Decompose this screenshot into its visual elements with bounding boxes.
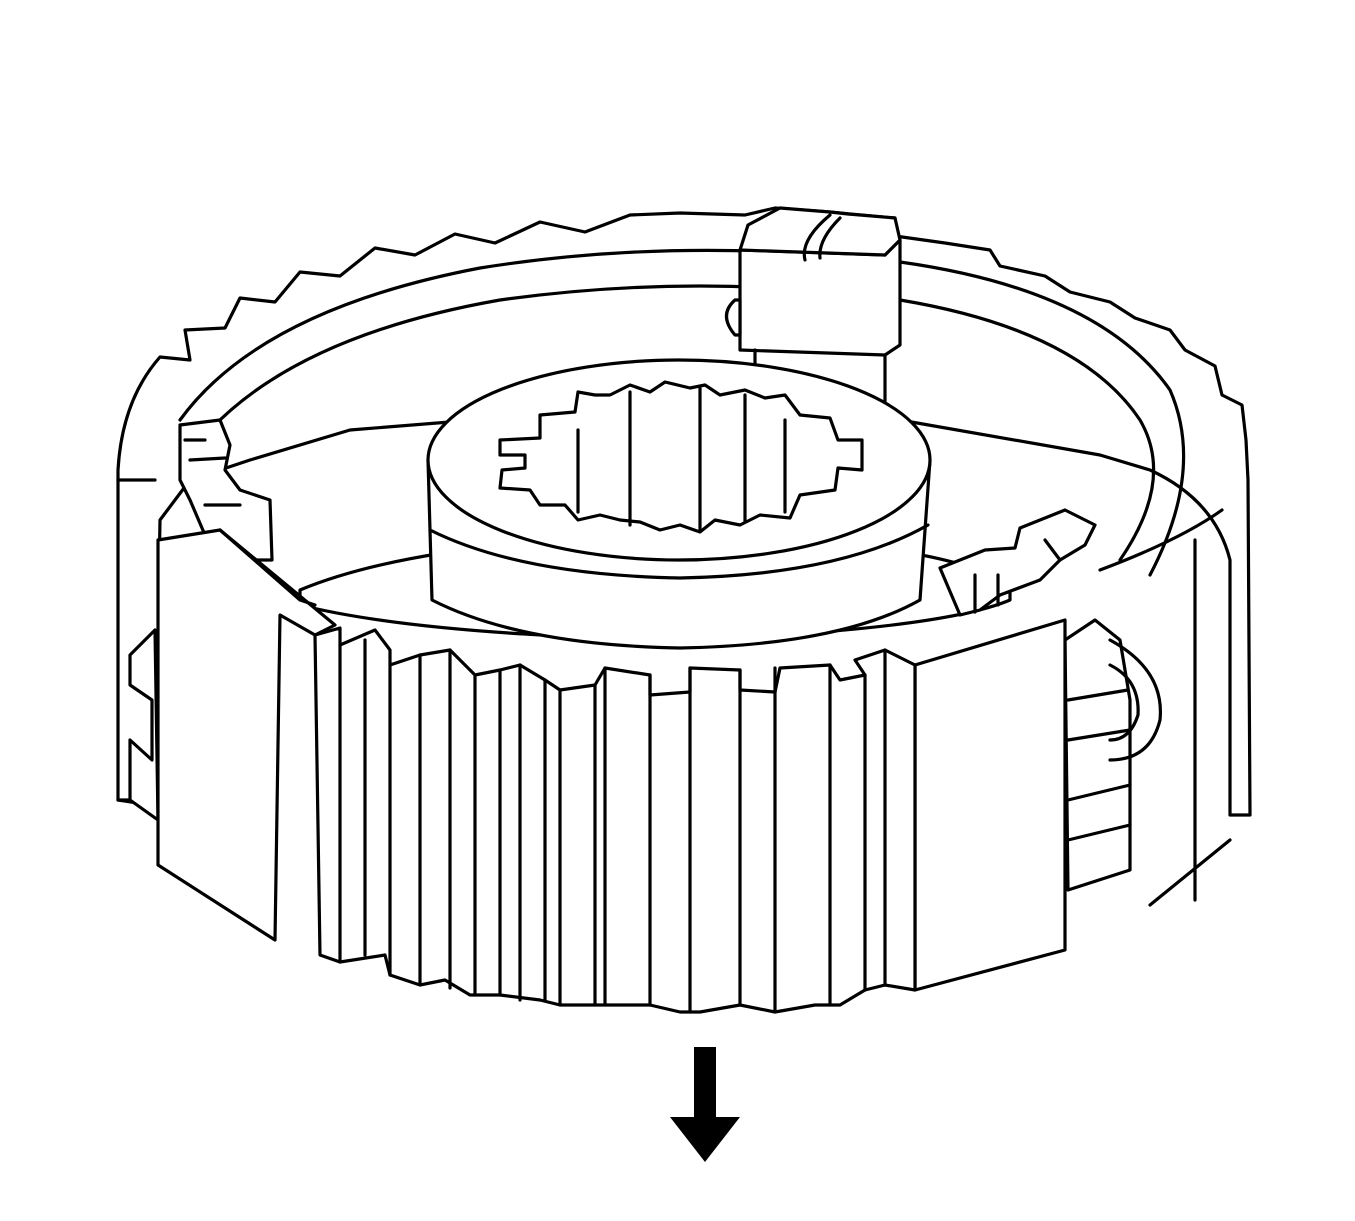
outer-ring-right-band (1098, 508, 1232, 907)
outer-gear-teeth-profile (116, 206, 1252, 817)
hub-spline-inner-lines (576, 386, 787, 532)
key-right-detail (973, 538, 1062, 614)
center-hub (298, 358, 1012, 650)
key-left-body (178, 418, 274, 562)
hub-spline-bore (498, 380, 864, 534)
right-collar-body (1063, 618, 1132, 892)
right-spring-collar (1063, 618, 1163, 892)
synchro-key-left (178, 418, 274, 562)
left-shoulder (128, 628, 160, 822)
hub-collar-groove (428, 523, 930, 580)
key-back-top (738, 206, 902, 257)
key-back-slot (802, 213, 842, 262)
front-teeth-profile (313, 626, 917, 1014)
down-arrow-shape (670, 1047, 740, 1162)
key-back-spring-ring (724, 298, 742, 337)
front-left-shoe-top-edge (218, 528, 317, 607)
front-teeth-lines (338, 638, 887, 1014)
key-left-detail (183, 438, 242, 507)
front-sleeve (156, 528, 1067, 1014)
left-shoulder-body (128, 628, 160, 822)
right-spring-loop (1108, 638, 1163, 762)
synchro-key-back (724, 206, 902, 432)
right-collar-bands (1066, 688, 1132, 842)
key-right-body (938, 508, 1097, 617)
down-arrow-icon (670, 1047, 740, 1162)
front-right-shoe (913, 618, 1067, 992)
right-spring-loop-inner (1108, 663, 1140, 742)
synchro-key-right (938, 508, 1097, 617)
